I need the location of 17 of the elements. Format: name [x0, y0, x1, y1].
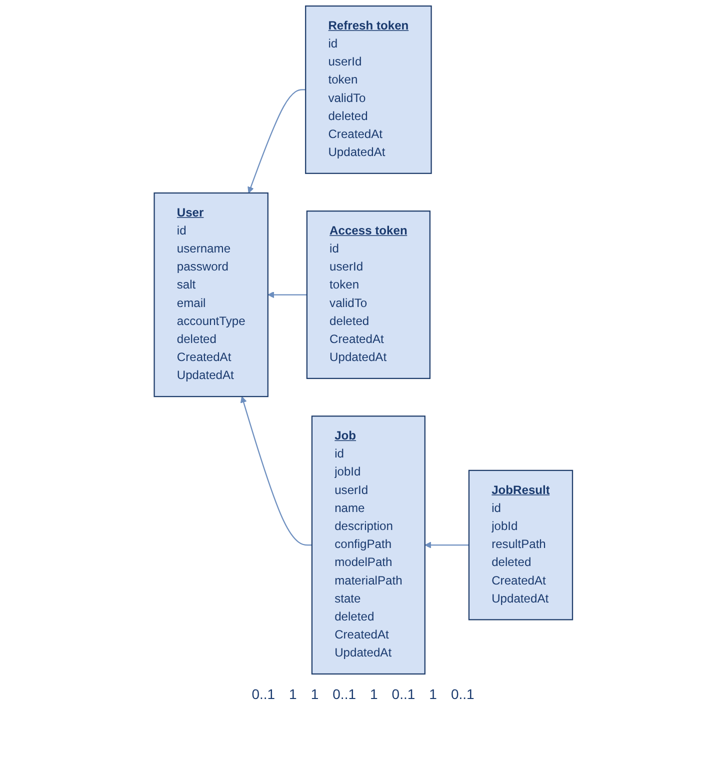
multiplicity-label: 0..1 — [252, 686, 276, 702]
multiplicity-label: 0..1 — [392, 686, 416, 702]
arrow — [240, 396, 312, 546]
arrow — [424, 542, 469, 548]
node-box: Refresh token id userId token validTo deleted CreatedAt UpdatedAt — [304, 5, 432, 174]
multiplicity-label: 1 — [370, 686, 378, 702]
node-box: Access token id userId token validTo deleted CreatedAt UpdatedAt — [306, 210, 430, 380]
node-box: User id username password salt email accountType deleted CreatedAt UpdatedAt — [153, 192, 268, 398]
multiplicity-label: 0..1 — [450, 686, 474, 702]
multiplicity-label: 1 — [429, 686, 437, 702]
multiplicity-label: 0..1 — [332, 686, 356, 702]
node-box: JobResult id jobId resultPath deleted CreatedAt UpdatedAt — [468, 470, 573, 620]
arrow — [247, 89, 306, 194]
arrow — [267, 291, 307, 298]
node-box: Job id jobId userId name description configPath modelPath materialPath state deleted CreatedAt UpdatedAt — [311, 416, 426, 675]
multiplicity-label: 1 — [310, 686, 319, 702]
multiplicity-label: 1 — [289, 686, 297, 702]
